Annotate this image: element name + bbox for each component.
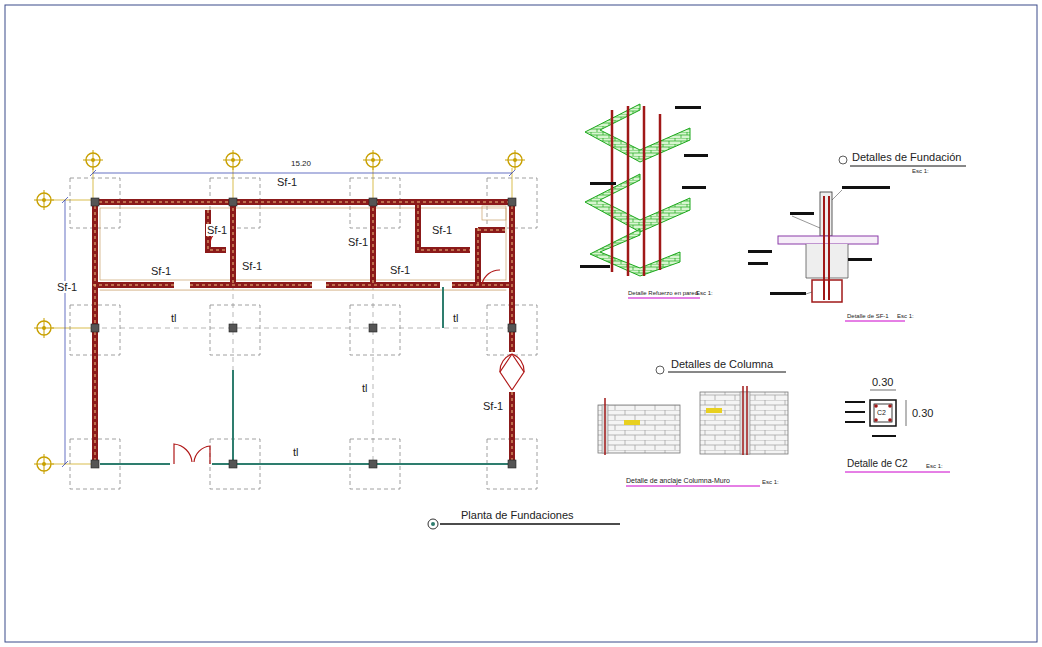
drawing-label: Sf-1: [276, 176, 298, 188]
drawing-label: tl: [452, 312, 460, 324]
drawing-label: Detalle de anclaje Columna-Muro: [626, 477, 730, 485]
drawing-label: Sf-1: [389, 264, 411, 276]
drawing-label: Detalle de C2: [847, 458, 908, 469]
drawing-label: Esc 1:: [926, 463, 943, 470]
drawing-label: Sf-1: [56, 281, 78, 293]
drawing-label: tl: [170, 312, 178, 324]
drawing-label: Sf-1: [150, 265, 172, 277]
drawing-label: Detalle Refuerzo en pared: [628, 290, 698, 297]
drawing-label: 0.30: [871, 376, 894, 388]
drawing-label: tl: [292, 446, 300, 458]
drawing-label: Esc 1:: [696, 290, 713, 297]
drawing-label: Sf-1: [206, 224, 228, 236]
drawing-label: Detalles de Columna: [671, 358, 773, 370]
drawing-label: Esc 1:: [762, 479, 779, 486]
drawing-label: Esc 1:: [897, 313, 914, 320]
drawing-label: Sf-1: [431, 224, 453, 236]
drawing-label: Sf-1: [347, 236, 369, 248]
drawing-label: C2: [877, 409, 886, 417]
drawing-title: Planta de Fundaciones: [461, 509, 574, 521]
drawing-label: tl: [361, 382, 369, 394]
drawing-label: Detalle de SF-1: [847, 313, 889, 320]
drawing-label: Sf-1: [482, 400, 504, 412]
drawing-label: Detalles de Fundación: [852, 151, 961, 163]
drawing-label: Esc 1:: [912, 168, 929, 175]
drawing-label: 0.30: [911, 407, 934, 419]
drawing-label: Sf-1: [241, 260, 263, 272]
drawing-label: 15.20: [290, 160, 312, 169]
